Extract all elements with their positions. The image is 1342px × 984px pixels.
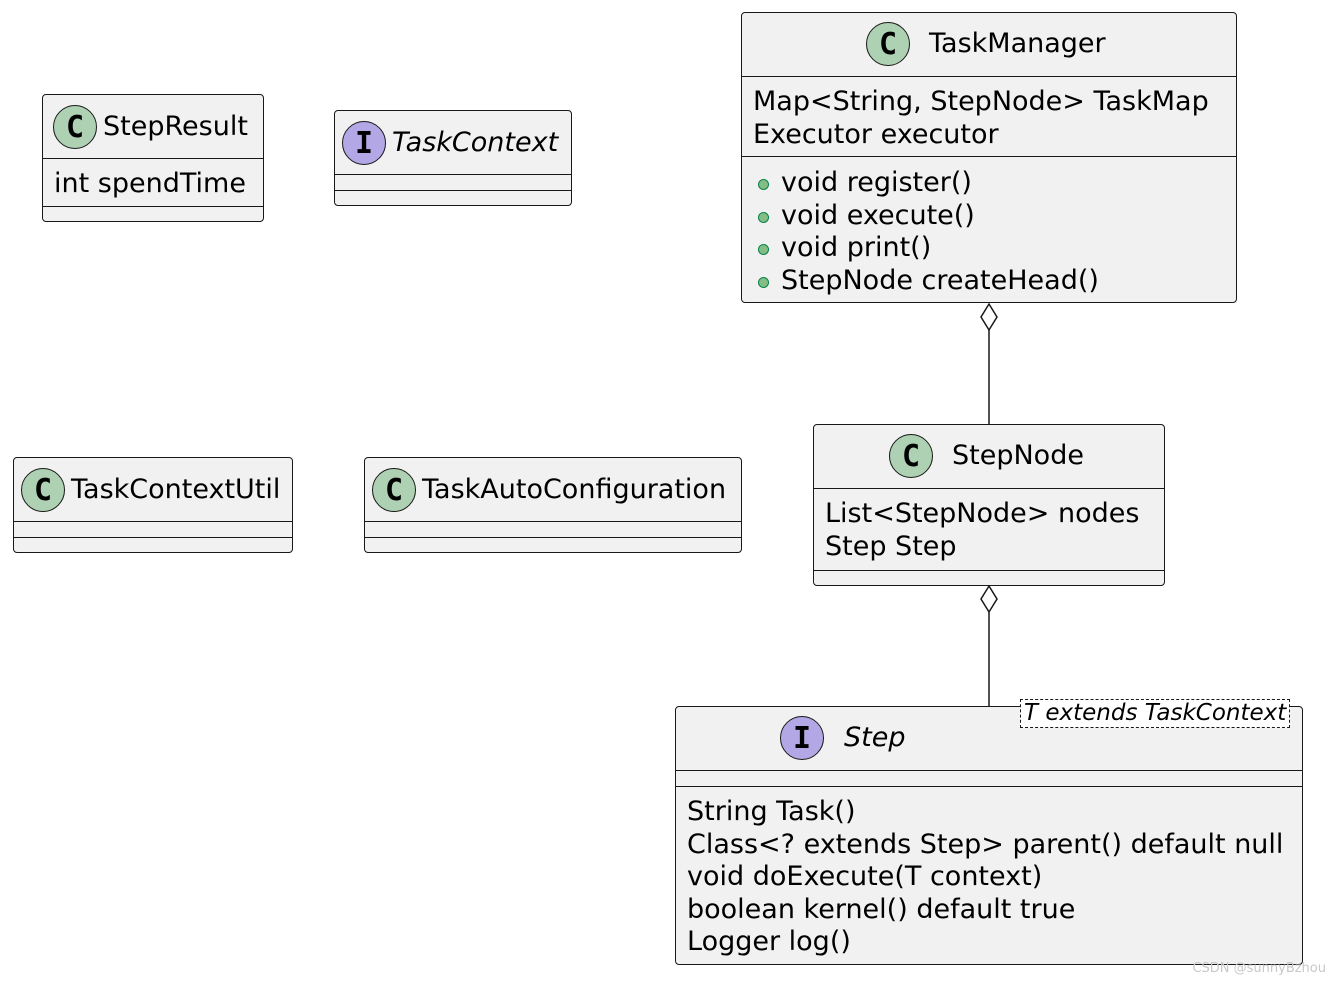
interface-i-icon: I bbox=[342, 121, 386, 165]
field: Executor executor bbox=[753, 119, 999, 150]
class-c-icon: C bbox=[866, 22, 910, 66]
class-taskmanager[interactable]: C TaskManager Map<String, StepNode> Task… bbox=[741, 12, 1237, 303]
class-stepnode[interactable]: C StepNode List<StepNode> nodes Step Ste… bbox=[813, 424, 1165, 586]
class-name: StepResult bbox=[103, 111, 248, 142]
class-name: StepNode bbox=[952, 440, 1084, 471]
field: List<StepNode> nodes bbox=[825, 498, 1140, 529]
watermark: CSDN @sunnyBzhou bbox=[1192, 961, 1326, 976]
class-taskcontextutil[interactable]: C TaskContextUtil bbox=[13, 457, 293, 553]
interface-i-icon: I bbox=[780, 716, 824, 760]
class-stepresult[interactable]: C StepResult int spendTime bbox=[42, 94, 264, 222]
class-c-icon: C bbox=[372, 468, 416, 512]
public-method-icon bbox=[758, 179, 769, 190]
class-c-icon: C bbox=[889, 434, 933, 478]
interface-taskcontext[interactable]: I TaskContext bbox=[334, 110, 572, 206]
class-name: TaskAutoConfiguration bbox=[422, 474, 727, 505]
class-name: TaskManager bbox=[929, 28, 1106, 59]
method: void print() bbox=[781, 232, 932, 263]
method: StepNode createHead() bbox=[781, 265, 1099, 296]
field: int spendTime bbox=[54, 168, 246, 199]
method: void doExecute(T context) bbox=[687, 861, 1043, 892]
class-name: TaskContextUtil bbox=[71, 474, 281, 505]
class-c-icon: C bbox=[53, 105, 97, 149]
aggregation-diamond-icon bbox=[980, 302, 998, 332]
method: Class<? extends Step> parent() default n… bbox=[687, 829, 1284, 860]
public-method-icon bbox=[758, 212, 769, 223]
public-method-icon bbox=[758, 244, 769, 255]
interface-step[interactable]: I Step String Task() Class<? extends Ste… bbox=[675, 706, 1303, 965]
class-c-icon: C bbox=[21, 468, 65, 512]
method: boolean kernel() default true bbox=[687, 894, 1076, 925]
interface-name: Step bbox=[844, 722, 906, 753]
method: String Task() bbox=[687, 796, 856, 827]
class-taskautoconfiguration[interactable]: C TaskAutoConfiguration bbox=[364, 457, 742, 553]
public-method-icon bbox=[758, 277, 769, 288]
aggregation-stepnode-step bbox=[980, 584, 998, 706]
field: Map<String, StepNode> TaskMap bbox=[753, 86, 1209, 117]
method: void execute() bbox=[781, 200, 975, 231]
aggregation-taskmanager-stepnode bbox=[980, 302, 998, 424]
field: Step Step bbox=[825, 531, 957, 562]
generic-type-parameter: T extends TaskContext bbox=[1020, 699, 1291, 728]
method: Logger log() bbox=[687, 926, 851, 957]
method: void register() bbox=[781, 167, 972, 198]
aggregation-diamond-icon bbox=[980, 584, 998, 614]
interface-name: TaskContext bbox=[392, 127, 559, 158]
